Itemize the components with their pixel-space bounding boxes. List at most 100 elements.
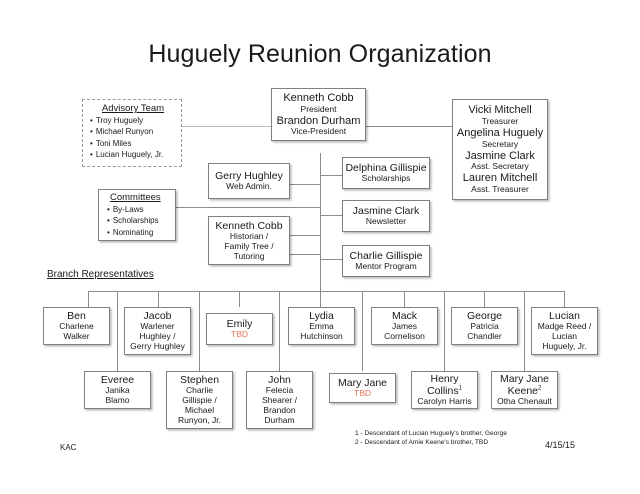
branch-row2-drop-2 [199, 291, 200, 371]
connector-president-to-officers [366, 126, 452, 127]
branch-box-ben[interactable]: Ben Charlene Walker [43, 307, 110, 345]
footnotes: 1 - Descendant of Lucian Huguely's broth… [355, 429, 507, 448]
branch-box-jacob[interactable]: Jacob Warlener Hughley / Gerry Hughley [124, 307, 191, 355]
footnote-marker: 1 [458, 385, 462, 392]
branch-row2-drop-5 [444, 291, 445, 371]
branch-name-line2: Collins1 [427, 385, 462, 398]
officers-box[interactable]: Vicki Mitchell Treasurer Angelina Huguel… [452, 99, 548, 200]
branch-rep: Patricia Chandler [467, 321, 502, 342]
connector-committees-to-trunk [176, 207, 320, 208]
mentor-role: Mentor Program [355, 261, 417, 272]
branch-rep-tbd: TBD [354, 388, 371, 399]
branch-rep: Felecia Shearer / Brandon Durham [262, 385, 297, 425]
branch-name: Henry [430, 372, 459, 385]
branch-drop-3 [239, 291, 240, 307]
branch-box-stephen[interactable]: Stephen Charlie Gillispie / Michael Runy… [166, 371, 233, 429]
branch-rep: Warlener Hughley / Gerry Hughley [130, 321, 185, 352]
branch-bus [88, 291, 564, 292]
newsletter-name: Jasmine Clark [352, 204, 420, 217]
branch-row2-drop-1 [117, 291, 118, 371]
committee-item: Nominating [107, 227, 153, 238]
branch-name: Stephen [179, 374, 220, 387]
branch-drop-6 [484, 291, 485, 307]
officer-role: Treasurer [481, 116, 519, 127]
committees-box[interactable]: Committees By-Laws Scholarships Nominati… [98, 189, 176, 241]
officer-name: Vicki Mitchell [468, 104, 532, 117]
branch-box-maryjane-keene[interactable]: Mary Jane Keene2 Otha Chenault [491, 371, 558, 409]
committees-heading: Committees [110, 191, 161, 203]
footnote-1: 1 - Descendant of Lucian Huguely's broth… [355, 430, 507, 437]
advisory-member: Michael Runyon [90, 126, 176, 137]
committee-item: Scholarships [107, 215, 159, 226]
branch-representatives-header: Branch Representatives [47, 269, 154, 280]
historian-box[interactable]: Kenneth Cobb Historian / Family Tree / T… [208, 216, 290, 265]
branch-row2-drop-4 [362, 291, 363, 371]
branch-drop-1 [88, 291, 89, 307]
branch-box-lucian[interactable]: Lucian Madge Reed / Lucian Huguely, Jr. [531, 307, 598, 355]
officer-name: Angelina Huguely [456, 126, 544, 139]
web-admin-name: Gerry Hughley [215, 169, 283, 182]
branch-box-everee[interactable]: Everee Janika Blamo [84, 371, 151, 409]
officer-role: Asst. Treasurer [471, 183, 529, 194]
branch-rep: Carolyn Harris [417, 396, 472, 407]
advisory-team-box[interactable]: Advisory Team Troy Huguely Michael Runyo… [82, 99, 182, 167]
branch-name: Mack [391, 310, 418, 323]
officer-name: Lauren Mitchell [462, 172, 538, 185]
branch-rep-tbd: TBD [231, 329, 248, 340]
connector-trunk-main [320, 153, 321, 293]
footnote-2: 2 - Descendant of Amie Keene's brother, … [355, 439, 489, 447]
president-role: President [300, 103, 337, 114]
branch-name: Mary Jane [499, 372, 550, 385]
branch-box-henry-collins[interactable]: Henry Collins1 Carolyn Harris [411, 371, 478, 409]
branch-box-emily[interactable]: Emily TBD [206, 313, 273, 345]
page-title: Huguely Reunion Organization [148, 40, 492, 68]
connector-trunk-to-mentor [320, 259, 342, 260]
author-initials: KAC [60, 443, 77, 452]
branch-drop-5 [404, 291, 405, 307]
advisory-member: Toni Miles [90, 138, 176, 149]
branch-drop-4 [320, 291, 321, 307]
connector-historian-to-trunk [290, 235, 320, 236]
branch-name-line2: Keene2 [507, 385, 542, 398]
advisory-member: Lucian Huguely, Jr. [90, 149, 176, 160]
branch-box-lydia[interactable]: Lydia Emma Hutchinson [288, 307, 355, 345]
branch-name: Lucian [549, 310, 580, 323]
branch-box-maryjane[interactable]: Mary Jane TBD [329, 373, 396, 403]
president-box[interactable]: Kenneth Cobb President Brandon Durham Vi… [271, 88, 366, 141]
vice-president-role: Vice-President [290, 126, 347, 137]
advisory-member: Troy Huguely [90, 115, 176, 126]
branch-drop-2 [158, 291, 159, 307]
historian-name: Kenneth Cobb [215, 219, 283, 232]
web-admin-box[interactable]: Gerry Hughley Web Admin. [208, 163, 290, 199]
branch-name: George [466, 310, 503, 323]
branch-rep: James Cornelison [384, 321, 425, 342]
committee-item: By-Laws [107, 204, 144, 215]
connector-advisory-to-trunk [182, 126, 320, 127]
scholarships-box[interactable]: Delphina Gillispie Scholarships [342, 157, 430, 189]
newsletter-box[interactable]: Jasmine Clark Newsletter [342, 200, 430, 232]
vice-president-name: Brandon Durham [276, 114, 361, 127]
branch-rep: Madge Reed / Lucian Huguely, Jr. [537, 321, 592, 352]
connector-trunk-to-scholarships [320, 175, 342, 176]
scholarships-role: Scholarships [361, 173, 411, 184]
historian-role: Historian / Family Tree / Tutoring [224, 230, 274, 261]
connector-trunk-to-newsletter [320, 215, 342, 216]
branch-box-mack[interactable]: Mack James Cornelison [371, 307, 438, 345]
branch-name: Ben [67, 310, 86, 323]
branch-rep: Charlene Walker [59, 321, 94, 342]
branch-rep: Otha Chenault [497, 396, 552, 407]
web-admin-role: Web Admin. [226, 181, 272, 192]
branch-name: Jacob [143, 310, 172, 323]
officer-role: Secretary [481, 138, 519, 149]
connector-historian-to-trunk-2 [290, 254, 320, 255]
branch-drop-7 [564, 291, 565, 307]
branch-box-george[interactable]: George Patricia Chandler [451, 307, 518, 345]
mentor-program-box[interactable]: Charlie Gillispie Mentor Program [342, 245, 430, 277]
branch-box-john[interactable]: John Felecia Shearer / Brandon Durham [246, 371, 313, 429]
date-label: 4/15/15 [545, 440, 576, 450]
branch-name: Mary Jane [337, 376, 388, 389]
branch-rep: Charlie Gillispie / Michael Runyon, Jr. [178, 385, 221, 425]
branch-name: Everee [100, 374, 135, 387]
branch-row2-drop-3 [279, 291, 280, 371]
